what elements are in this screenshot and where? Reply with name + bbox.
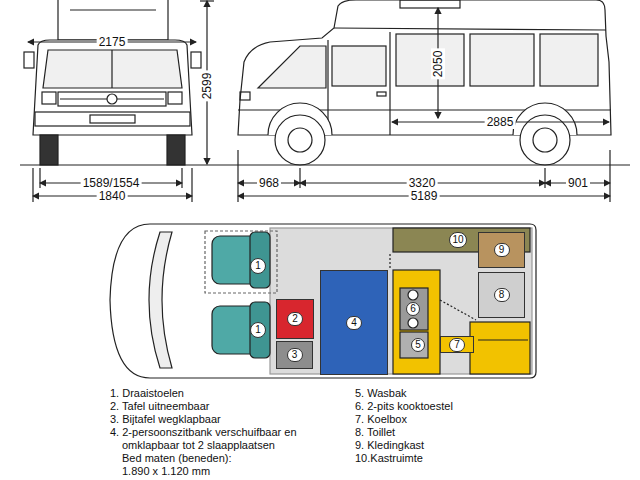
dimension-label: 1589/1554 — [81, 176, 142, 190]
furniture-block: 4 — [320, 270, 388, 375]
dimension-label: 901 — [566, 176, 590, 190]
callout-circle: 6 — [406, 302, 420, 316]
legend-item: 4. 2-persoonszitbank verschuifbaar en om… — [110, 426, 327, 452]
furniture-block: 7 — [440, 336, 474, 353]
dimension-label: 2050 — [431, 49, 445, 80]
callout-number: 1 — [255, 260, 261, 272]
dimension-label: 968 — [257, 176, 281, 190]
callout-number: 2 — [287, 312, 303, 326]
legend-item: 2. Tafel uitneembaar — [110, 400, 209, 413]
legend-item: 1. Draaistoelen — [110, 387, 184, 400]
callout-number: 5 — [415, 339, 421, 351]
furniture-block: 9 — [478, 232, 525, 268]
dimension-label: 3320 — [407, 176, 438, 190]
callout-number: 6 — [410, 303, 416, 315]
callout-number: 1 — [255, 324, 261, 336]
callout-number: 8 — [494, 288, 510, 302]
legend-item: 1.890 x 1.120 mm — [122, 465, 210, 478]
callout-circle: 1 — [250, 322, 266, 338]
legend-item: 5. Wasbak — [355, 387, 407, 400]
furniture-block: 8 — [478, 272, 525, 318]
dimension-label: 2599 — [200, 71, 214, 102]
callout-number: 4 — [346, 316, 362, 330]
legend-item: 7. Koelbox — [355, 413, 407, 426]
dimension-label: 5189 — [409, 189, 440, 203]
furniture-block: 3 — [276, 341, 313, 369]
legend-item: 10.Kastruimte — [355, 452, 423, 465]
callout-circle: 5 — [411, 338, 425, 352]
callout-circle: 1 — [250, 258, 266, 274]
callout-number: 9 — [494, 243, 510, 257]
legend-item: 9. Kledingkast — [355, 439, 424, 452]
callout-number: 3 — [287, 348, 303, 362]
callout-number: 10 — [452, 234, 463, 246]
dimension-label: 1840 — [97, 189, 128, 203]
legend-item: 6. 2-pits kooktoestel — [355, 400, 453, 413]
callout-number: 7 — [449, 338, 465, 352]
callout-circle: 10 — [449, 232, 467, 248]
legend-item: 3. Bijtafel wegklapbaar — [110, 413, 221, 426]
legend-item: 8. Toillet — [355, 426, 395, 439]
dimension-label: 2175 — [97, 35, 128, 49]
legend-item: Bed maten (beneden): — [122, 452, 231, 465]
furniture-block: 2 — [276, 299, 314, 339]
dimension-label: 2885 — [485, 115, 516, 129]
